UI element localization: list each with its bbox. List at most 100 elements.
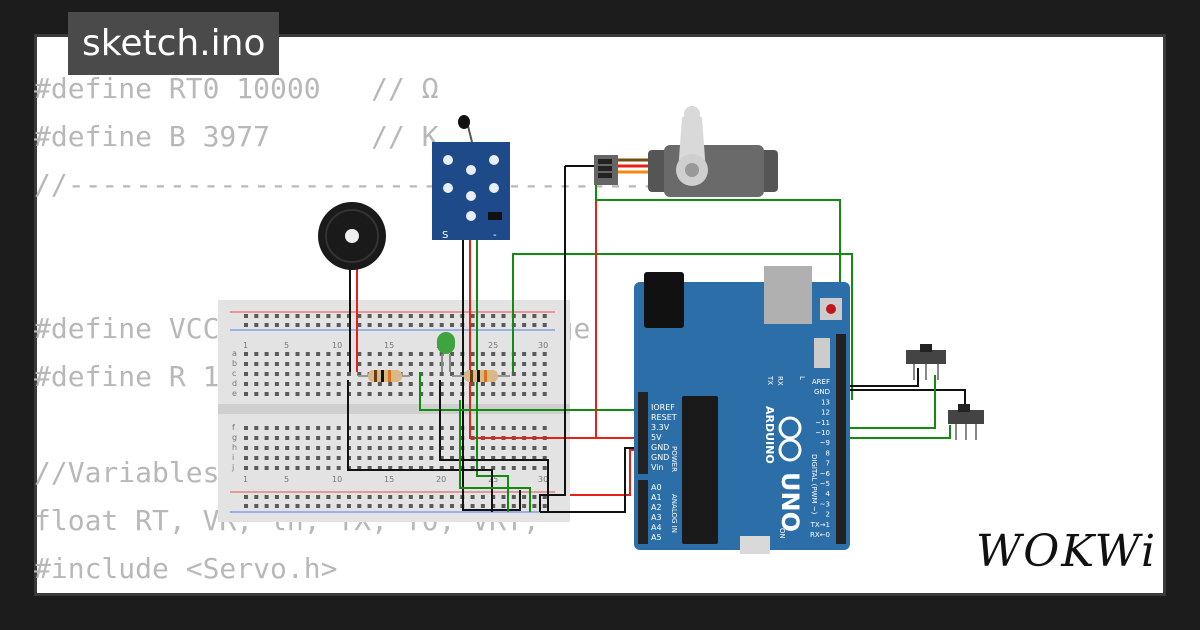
- breadboard-hole: [470, 352, 475, 356]
- breadboard-hole: [542, 362, 547, 366]
- breadboard-hole: [450, 466, 454, 470]
- arduino-uno[interactable]: IOREF RESET 3.3V 5V GND GND Vin A0 A1 A2…: [634, 266, 850, 554]
- buzzer[interactable]: [318, 202, 386, 270]
- slide-switch[interactable]: [906, 344, 946, 380]
- breadboard-hole: [419, 352, 424, 356]
- breadboard-hole: [470, 362, 475, 366]
- breadboard-hole: [429, 466, 434, 470]
- servo-motor[interactable]: [594, 106, 778, 197]
- breadboard-hole: [326, 426, 331, 430]
- breadboard-hole: [274, 352, 279, 356]
- breadboard-hole: [305, 436, 310, 440]
- analog-pin-label: A2: [651, 503, 662, 512]
- breadboard-hole: [388, 323, 393, 327]
- resistor[interactable]: [452, 370, 510, 382]
- breadboard-hole: [491, 323, 496, 327]
- breadboard-hole: [285, 426, 290, 430]
- row-label: i: [232, 453, 234, 462]
- breadboard-hole: [285, 456, 290, 460]
- breadboard-hole: [439, 426, 444, 430]
- wire[interactable]: [512, 253, 853, 400]
- breadboard-hole: [501, 446, 506, 450]
- breadboard-hole: [377, 362, 382, 366]
- breadboard-hole: [408, 352, 413, 356]
- breadboard-hole: [357, 362, 362, 366]
- breadboard-hole: [480, 362, 485, 366]
- file-tab[interactable]: sketch.ino: [68, 12, 280, 75]
- breadboard-hole: [264, 495, 269, 499]
- wire[interactable]: [840, 389, 966, 416]
- wire[interactable]: [595, 174, 644, 439]
- breadboard-hole: [326, 446, 331, 450]
- power-pin-label: IOREF: [651, 403, 675, 412]
- breadboard-hole: [347, 504, 351, 508]
- breadboard-hole: [522, 392, 527, 396]
- resistor[interactable]: [358, 370, 410, 382]
- breadboard-hole: [336, 323, 341, 327]
- breadboard-hole: [522, 382, 527, 386]
- module-pin-label: -: [493, 230, 497, 241]
- breadboard-hole: [285, 466, 290, 470]
- breadboard-hole: [285, 362, 290, 366]
- breadboard-hole: [285, 446, 290, 450]
- breadboard-hole: [429, 426, 434, 430]
- breadboard-hole: [326, 382, 331, 386]
- breadboard-hole: [357, 446, 362, 450]
- wire[interactable]: [539, 166, 566, 512]
- breadboard-hole: [357, 466, 362, 470]
- wire[interactable]: [347, 380, 493, 512]
- breadboard-hole: [429, 436, 434, 440]
- digital-section-label: DIGITAL (PWM ~): [810, 454, 818, 515]
- breadboard-hole: [532, 323, 537, 327]
- wire[interactable]: [439, 380, 549, 512]
- breadboard-hole: [491, 504, 496, 508]
- breadboard-hole: [470, 504, 475, 508]
- column-label: 10: [332, 475, 342, 484]
- breadboard-hole: [316, 323, 321, 327]
- breadboard-hole: [254, 362, 259, 366]
- arduino-model: UNO: [776, 472, 804, 532]
- breadboard-hole: [398, 426, 403, 430]
- slide-switch[interactable]: [948, 404, 984, 440]
- wire[interactable]: [570, 449, 644, 496]
- green-led[interactable]: [437, 332, 455, 372]
- breadboard-hole: [470, 446, 475, 450]
- wire[interactable]: [848, 375, 936, 429]
- code-line: #include <Servo.h>: [34, 552, 338, 585]
- wire[interactable]: [848, 425, 951, 439]
- breadboard-hole: [326, 436, 331, 440]
- breadboard-hole: [542, 426, 547, 430]
- breadboard-hole: [305, 495, 310, 499]
- wire[interactable]: [469, 236, 644, 439]
- breadboard-hole: [408, 426, 413, 430]
- column-label: 15: [384, 475, 394, 484]
- column-label: 15: [384, 341, 394, 350]
- digital-pin-label: ~5: [820, 480, 830, 488]
- breadboard-hole: [439, 466, 444, 470]
- breadboard-hole: [532, 504, 537, 508]
- wire[interactable]: [459, 400, 531, 512]
- breadboard-hole: [408, 466, 413, 470]
- breadboard-hole: [274, 466, 279, 470]
- breadboard-hole: [316, 446, 321, 450]
- breadboard-hole: [491, 362, 496, 366]
- breadboard-hole: [398, 504, 403, 508]
- breadboard-hole: [408, 382, 413, 386]
- breadboard-hole: [326, 495, 331, 499]
- breadboard-hole: [522, 426, 527, 430]
- breadboard-hole: [408, 362, 413, 366]
- ntc-thermistor-module[interactable]: S -: [432, 115, 510, 241]
- breadboard-hole: [254, 466, 259, 470]
- breadboard-hole: [295, 504, 300, 508]
- breadboard-hole: [254, 323, 259, 327]
- breadboard-hole: [285, 504, 290, 508]
- wire[interactable]: [840, 368, 919, 387]
- breadboard-hole: [511, 446, 516, 450]
- breadboard-hole: [285, 314, 290, 318]
- breadboard-hole: [542, 392, 547, 396]
- breadboard-hole: [501, 372, 506, 376]
- row-label: a: [232, 349, 237, 358]
- breadboard-hole: [357, 392, 362, 396]
- breadboard-hole: [439, 323, 444, 327]
- breadboard-hole: [336, 362, 341, 366]
